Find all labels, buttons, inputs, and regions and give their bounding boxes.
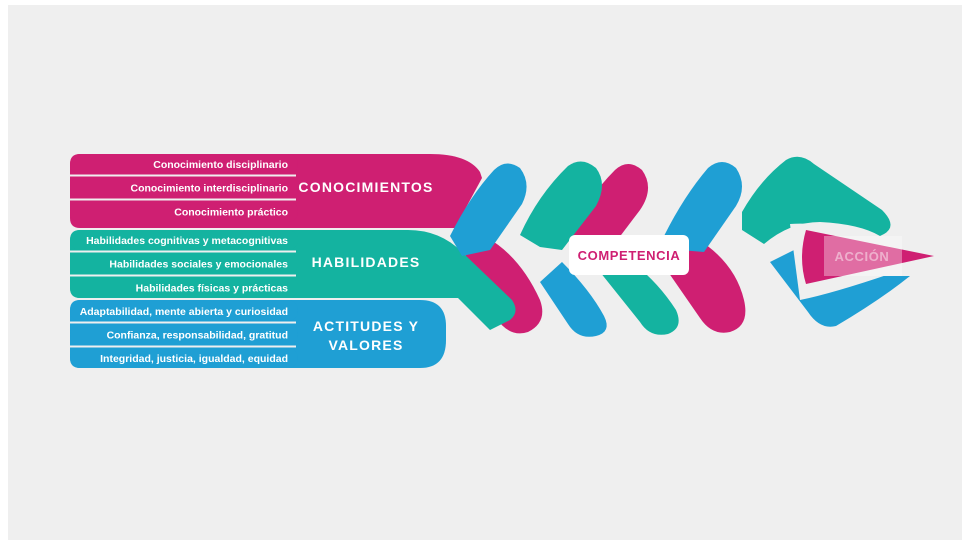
competencia-label: COMPETENCIA (578, 248, 681, 263)
item-label: Habilidades físicas y prácticas (136, 283, 288, 295)
braid-blue-1 (450, 163, 527, 256)
group-label-conocimientos: CONOCIMIENTOS (298, 179, 433, 195)
actitudes-row-1 (70, 300, 298, 321)
item-label: Habilidades sociales y emocionales (109, 259, 288, 271)
braid-blue-2 (540, 262, 607, 337)
competencia-box (569, 235, 689, 275)
actitudes-row-3 (70, 348, 298, 368)
item-label: Habilidades cognitivas y metacognitivas (86, 235, 288, 247)
group-label-actitudes: ACTITUDES Y (313, 318, 419, 334)
item-label: Conocimiento interdisciplinario (130, 183, 288, 195)
habilidades-strand (70, 156, 891, 335)
item-label: Adaptabilidad, mente abierta y curiosida… (80, 306, 288, 318)
braid-blue-3 (664, 162, 742, 252)
braid-teal-3 (742, 156, 891, 244)
arrow-inner-highlight (824, 236, 902, 276)
conocimientos-row-3 (70, 201, 298, 222)
habilidades-row-1 (70, 230, 298, 250)
item-label: Conocimiento disciplinario (153, 159, 288, 171)
habilidades-row-2 (70, 253, 298, 274)
conocimientos-row-2 (70, 177, 298, 198)
item-label: Confianza, responsabilidad, gratitud (107, 330, 288, 342)
braid-teal-1 (520, 161, 602, 250)
arrow-tip (802, 230, 934, 284)
accion-label: ACCIÓN (835, 249, 890, 264)
item-label: Conocimiento práctico (174, 207, 288, 219)
habilidades-row-3 (70, 277, 298, 298)
braid-magenta-2 (572, 164, 649, 247)
conocimientos-row-1 (70, 154, 298, 174)
braid-magenta-1 (458, 237, 543, 334)
competencia-badge: COMPETENCIA (569, 235, 689, 275)
actitudes-row-2 (70, 324, 298, 345)
group-label-habilidades: HABILIDADES (312, 254, 421, 270)
conocimientos-strand (70, 154, 746, 334)
arrow-head (790, 223, 940, 300)
group-label-valores: VALORES (328, 337, 403, 353)
item-label: Integridad, justicia, igualdad, equidad (100, 353, 288, 365)
